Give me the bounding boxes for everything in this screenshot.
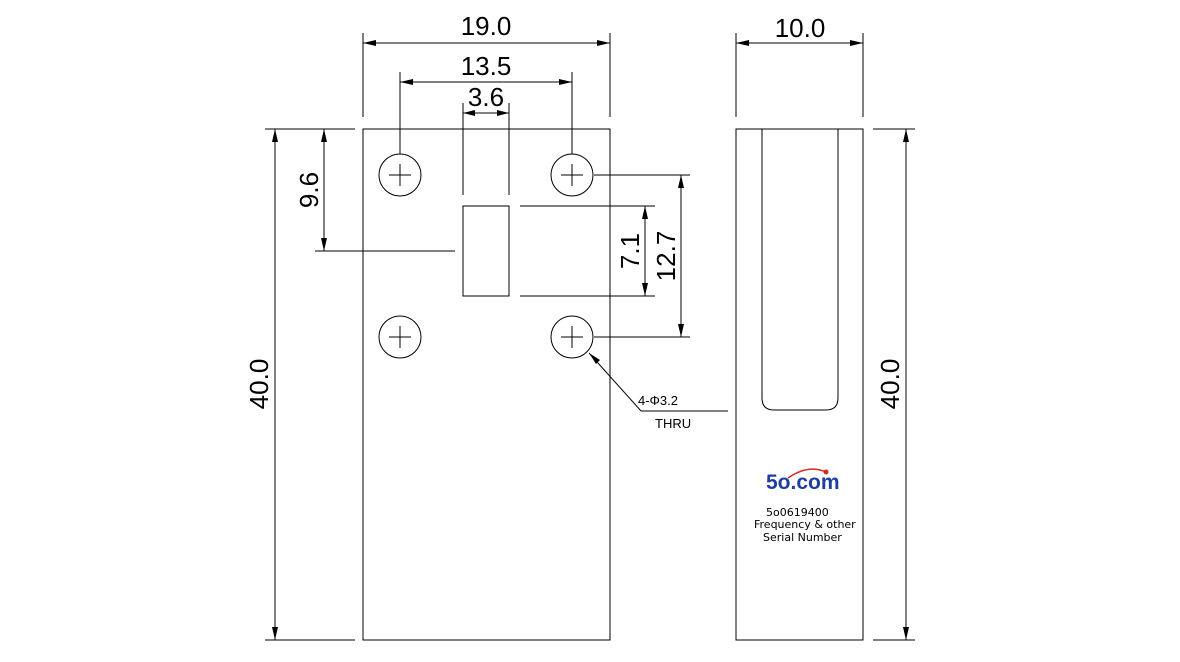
dim-slot-width-label: 3.6 bbox=[468, 82, 504, 112]
dim-side-width-label: 10.0 bbox=[775, 13, 826, 43]
side-view: 10.0 40.0 5o.com 5o0619400 Frequency & o… bbox=[735, 13, 915, 641]
dim-slot-height: 7.1 bbox=[520, 205, 655, 297]
side-slot-outline bbox=[761, 129, 839, 411]
dim-slot-height-label: 7.1 bbox=[615, 233, 645, 269]
frequency-label: Frequency & other bbox=[754, 518, 856, 531]
dim-hole-vertical-spacing: 12.7 bbox=[594, 174, 690, 338]
serial-code: 5o0619400 bbox=[766, 506, 829, 519]
dim-side-height: 40.0 bbox=[873, 128, 915, 641]
side-body-outline bbox=[735, 128, 864, 641]
brand-logo-text: 5o.com bbox=[766, 471, 840, 494]
dim-slot-offset-label: 9.6 bbox=[294, 172, 324, 208]
hole-callout-note: THRU bbox=[655, 416, 691, 431]
dim-front-width-label: 19.0 bbox=[461, 11, 512, 41]
dim-front-width: 19.0 bbox=[362, 11, 611, 117]
front-body-outline bbox=[362, 128, 611, 641]
brand-logo: 5o.com bbox=[766, 468, 840, 494]
center-slot bbox=[462, 205, 510, 297]
hole-callout-label: 4-Φ3.2 bbox=[638, 393, 678, 408]
serial-number-label: Serial Number bbox=[763, 531, 842, 544]
mounting-hole-bottom-left bbox=[378, 315, 422, 359]
dim-side-width: 10.0 bbox=[735, 13, 864, 117]
mounting-hole-top-right bbox=[550, 153, 594, 197]
brand-logo-dot bbox=[823, 469, 829, 475]
hole-callout: 4-Φ3.2 THRU bbox=[588, 352, 728, 431]
brand-logo-swoosh bbox=[787, 468, 827, 479]
dim-hole-vertical-spacing-label: 12.7 bbox=[651, 231, 681, 282]
dim-slot-offset: 9.6 bbox=[294, 128, 455, 252]
dim-hole-spacing-label: 13.5 bbox=[461, 51, 512, 81]
dim-front-height: 40.0 bbox=[244, 128, 355, 641]
dim-hole-spacing: 13.5 bbox=[399, 51, 573, 154]
dim-front-height-label: 40.0 bbox=[244, 359, 274, 410]
mounting-hole-bottom-right bbox=[550, 315, 594, 359]
dim-slot-width: 3.6 bbox=[462, 82, 510, 195]
mounting-hole-top-left bbox=[378, 153, 422, 197]
dim-side-height-label: 40.0 bbox=[875, 359, 905, 410]
front-view: 19.0 13.5 3.6 9.6 bbox=[244, 11, 728, 641]
